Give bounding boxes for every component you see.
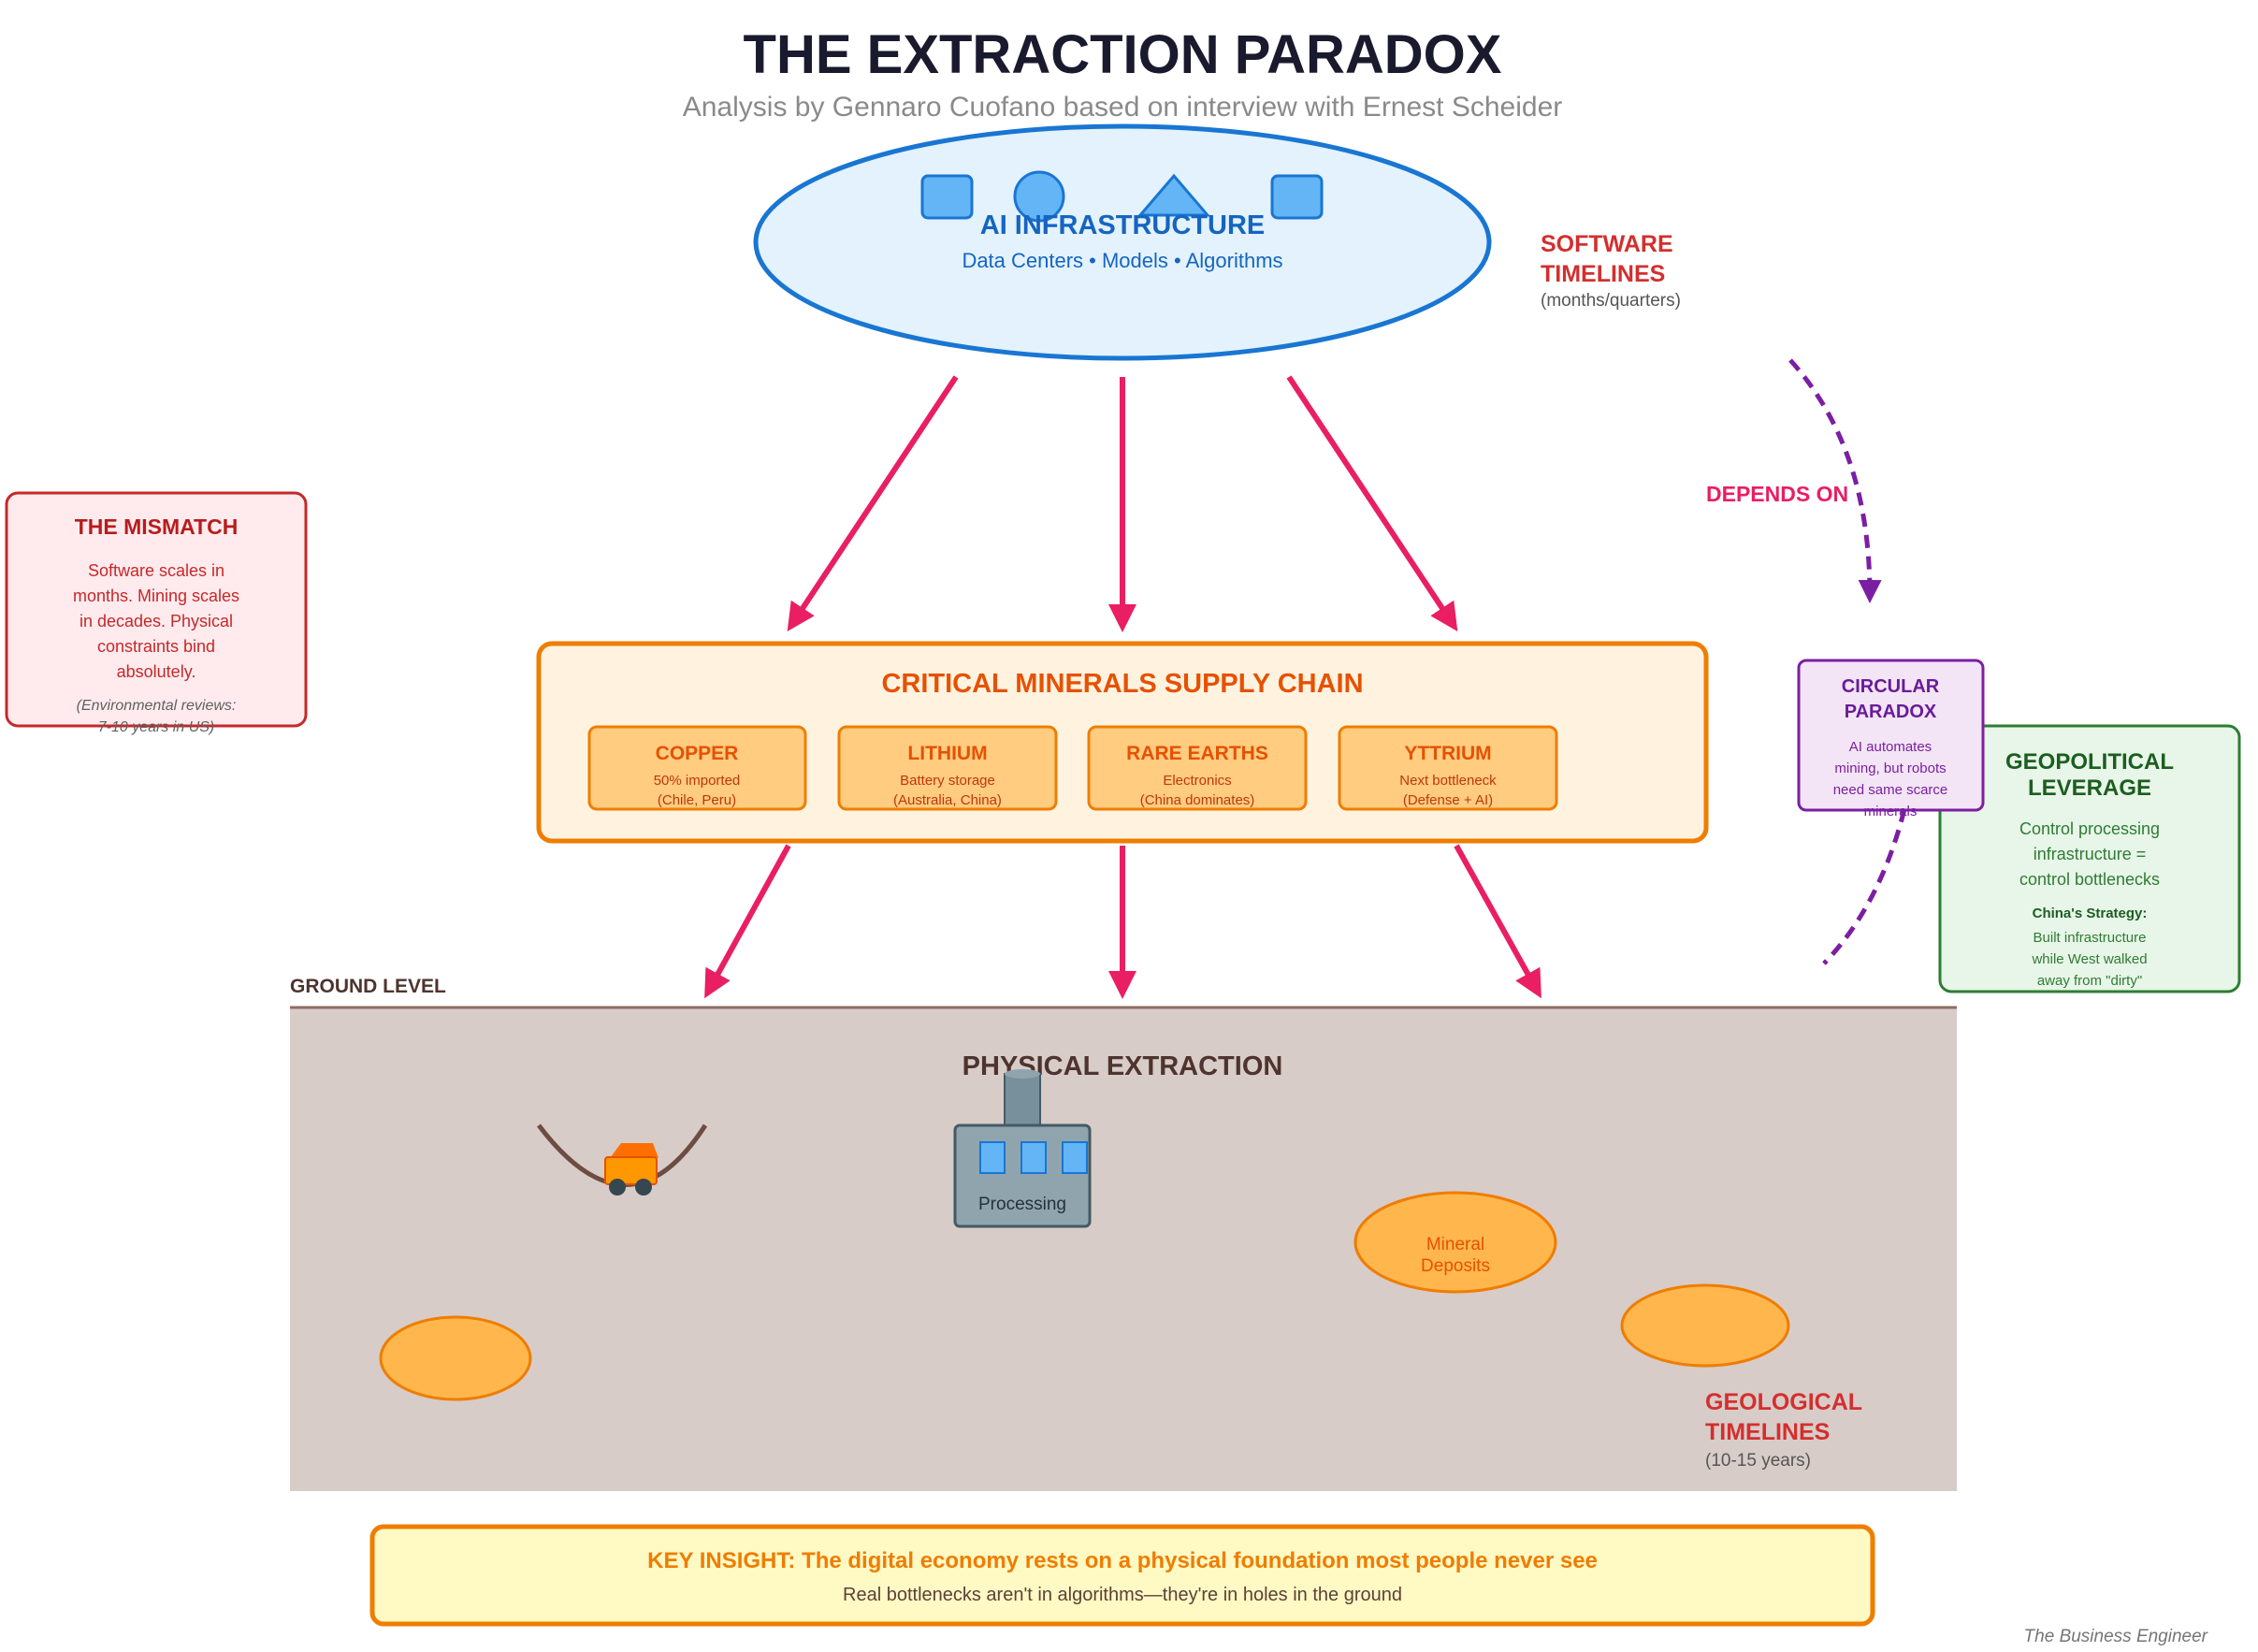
mineral-card-rare-earths: RARE EARTHS Electronics (China dominates… bbox=[1087, 725, 1308, 811]
ai-infrastructure-node bbox=[753, 123, 1492, 361]
ground-area bbox=[290, 1007, 1957, 1491]
arrow-minerals-to-ground-right bbox=[1454, 844, 1542, 999]
mineral-card-yttrium: YTTRIUM Next bottleneck (Defense + AI) bbox=[1338, 725, 1558, 811]
processing-label: Processing bbox=[978, 1195, 1066, 1214]
circular-paradox-text-line1: AI automates bbox=[1849, 739, 1932, 755]
model-circle-icon bbox=[1013, 170, 1065, 223]
mineral-detail: Next bottleneck bbox=[1399, 773, 1497, 789]
mismatch-text-line1: Software scales in bbox=[88, 561, 224, 580]
arrow-ai-to-minerals-left bbox=[787, 375, 959, 632]
mineral-origin: (China dominates) bbox=[1140, 792, 1255, 808]
china-strategy-line3: away from "dirty" bbox=[2037, 973, 2142, 989]
footer-credit: The Business Engineer bbox=[2024, 1627, 2208, 1646]
mineral-name: YTTRIUM bbox=[1404, 743, 1491, 764]
mineral-origin: (Australia, China) bbox=[893, 792, 1002, 808]
geopolitical-title-line2: LEVERAGE bbox=[2028, 775, 2151, 801]
algorithm-triangle-icon bbox=[1136, 173, 1211, 217]
china-strategy-line1: Built infrastructure bbox=[2034, 930, 2147, 946]
circular-paradox-box bbox=[1797, 659, 1985, 812]
geological-timelines-line2: TIMELINES bbox=[1705, 1419, 1830, 1445]
china-strategy-title: China's Strategy: bbox=[2033, 906, 2148, 921]
ground-level-label: GROUND LEVEL bbox=[290, 976, 446, 997]
mineral-detail: Electronics bbox=[1163, 773, 1231, 789]
supply-chain-title: CRITICAL MINERALS SUPPLY CHAIN bbox=[881, 669, 1363, 699]
page-subtitle: Analysis by Gennaro Cuofano based on int… bbox=[683, 92, 1563, 123]
ai-infrastructure-subtitle: Data Centers • Models • Algorithms bbox=[962, 249, 1282, 272]
page-title: THE EXTRACTION PARADOX bbox=[744, 24, 1502, 85]
mineral-deposits-label-line2: Deposits bbox=[1421, 1256, 1490, 1276]
processing-plant-icon bbox=[953, 1069, 1092, 1228]
mismatch-note-line1: (Environmental reviews: bbox=[77, 698, 237, 714]
circular-paradox-text-line4: minerals bbox=[1864, 804, 1918, 819]
mineral-origin: (Chile, Peru) bbox=[658, 792, 736, 808]
mine-pit-icon bbox=[537, 1123, 708, 1196]
mineral-deposit-left bbox=[379, 1315, 532, 1401]
geopolitical-text-line1: Control processing bbox=[2019, 819, 2160, 838]
data-square-icon bbox=[1270, 174, 1324, 220]
circular-paradox-title-line2: PARADOX bbox=[1845, 702, 1937, 722]
server-square-icon bbox=[920, 174, 974, 220]
circular-paradox-text-line2: mining, but robots bbox=[1834, 761, 1946, 776]
arrow-ai-to-minerals-right bbox=[1286, 375, 1458, 632]
ai-infrastructure-title: AI INFRASTRUCTURE bbox=[980, 210, 1266, 240]
circular-paradox-title-line1: CIRCULAR bbox=[1842, 676, 1940, 697]
mineral-deposit-right bbox=[1620, 1283, 1790, 1368]
geological-timelines-note: (10-15 years) bbox=[1705, 1451, 1811, 1471]
mineral-origin: (Defense + AI) bbox=[1403, 792, 1493, 808]
mismatch-box bbox=[5, 491, 308, 728]
mismatch-title: THE MISMATCH bbox=[75, 514, 239, 539]
depends-on-label: DEPENDS ON bbox=[1706, 482, 1848, 506]
software-timelines-line1: SOFTWARE bbox=[1541, 231, 1673, 257]
geopolitical-text-line2: infrastructure = bbox=[2034, 845, 2147, 863]
mineral-deposits-label-line1: Mineral bbox=[1426, 1235, 1484, 1254]
geopolitical-text-line3: control bottlenecks bbox=[2019, 870, 2160, 889]
mineral-name: LITHIUM bbox=[907, 743, 987, 764]
mineral-detail: 50% imported bbox=[654, 773, 741, 789]
loop-back-dashed-curve bbox=[1822, 808, 1907, 965]
software-timelines-note: (months/quarters) bbox=[1541, 291, 1681, 311]
mineral-name: COPPER bbox=[656, 743, 739, 764]
mineral-deposit-main bbox=[1353, 1191, 1557, 1294]
key-insight-title: KEY INSIGHT: The digital economy rests o… bbox=[647, 1548, 1598, 1573]
mineral-card-copper: COPPER 50% imported (Chile, Peru) bbox=[587, 725, 807, 811]
mismatch-text-line4: constraints bind bbox=[97, 637, 215, 656]
depends-on-dashed-arrow bbox=[1788, 358, 1882, 603]
mismatch-note-line2: 7-10 years in US) bbox=[98, 719, 215, 735]
china-strategy-line2: while West walked bbox=[2031, 951, 2147, 967]
mineral-detail: Battery storage bbox=[900, 773, 995, 789]
key-insight-box bbox=[369, 1524, 1875, 1627]
mineral-name: RARE EARTHS bbox=[1126, 743, 1268, 764]
circular-paradox-text-line3: need same scarce bbox=[1833, 782, 1948, 798]
arrow-minerals-to-ground-left bbox=[704, 844, 791, 999]
mismatch-text-line5: absolutely. bbox=[117, 662, 196, 681]
geological-timelines-line1: GEOLOGICAL bbox=[1705, 1389, 1862, 1415]
geopolitical-title-line1: GEOPOLITICAL bbox=[2005, 749, 2174, 775]
key-insight-subtitle: Real bottlenecks aren't in algorithms—th… bbox=[843, 1585, 1402, 1605]
software-timelines-line2: TIMELINES bbox=[1541, 261, 1665, 287]
geopolitical-box bbox=[1938, 724, 2241, 993]
mineral-card-lithium: LITHIUM Battery storage (Australia, Chin… bbox=[837, 725, 1058, 811]
mismatch-text-line3: in decades. Physical bbox=[80, 612, 233, 630]
mismatch-text-line2: months. Mining scales bbox=[73, 587, 239, 605]
